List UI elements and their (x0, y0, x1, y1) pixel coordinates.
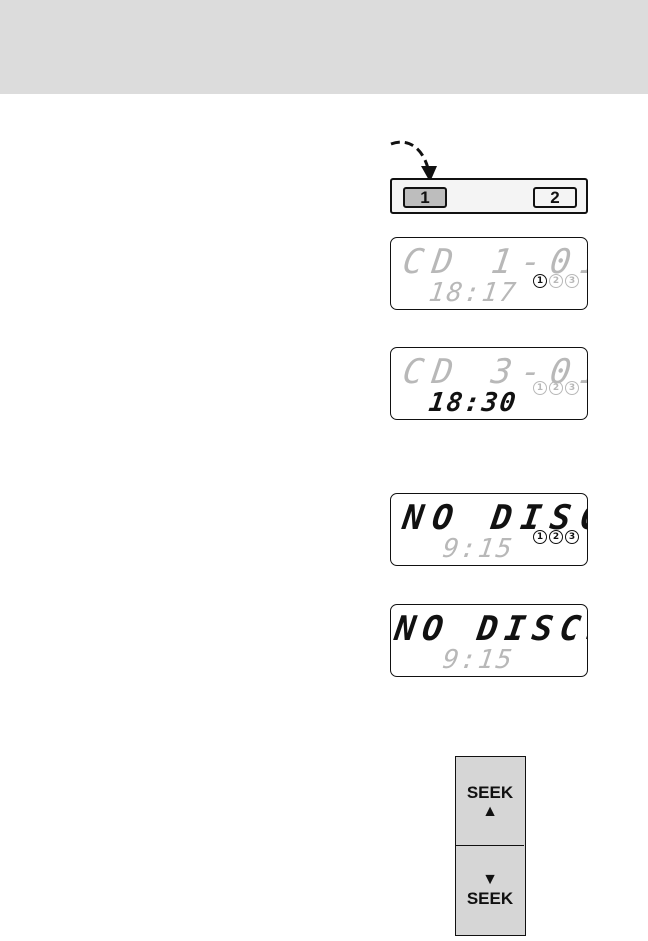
seek-rocker: SEEK ▲ ▼ SEEK (455, 756, 526, 936)
display-clock: 9:15 (440, 534, 516, 564)
display-clock: 9:15 (440, 645, 516, 675)
disc-indicators: 1 2 3 (533, 274, 579, 288)
lcd-display-no-discs: NO DISCS 9:15 (390, 604, 588, 677)
disc-1-indicator: 1 (533, 381, 547, 395)
lcd-display-cd3: CD 3-01 1 2 3 18:30 (390, 347, 588, 420)
preset-1-button[interactable]: 1 (403, 187, 447, 208)
disc-3-indicator: 3 (565, 274, 579, 288)
disc-indicators: 1 2 3 (533, 530, 579, 544)
seek-up-button[interactable]: SEEK ▲ (456, 757, 524, 846)
disc-2-indicator: 2 (549, 530, 563, 544)
page-header-band (0, 0, 648, 94)
display-clock: 18:30 (426, 388, 520, 418)
press-arrow-icon (390, 140, 437, 182)
display-status-text: NO DISCS (392, 609, 588, 649)
disc-1-indicator: 1 (533, 274, 547, 288)
disc-1-indicator: 1 (533, 530, 547, 544)
lcd-display-no-disc: NO DISC 1 2 3 9:15 (390, 493, 588, 566)
preset-button-bar: 1 2 (390, 178, 588, 214)
seek-down-button[interactable]: ▼ SEEK (456, 847, 524, 935)
disc-2-indicator: 2 (549, 274, 563, 288)
display-clock: 18:17 (426, 278, 520, 308)
disc-3-indicator: 3 (565, 381, 579, 395)
arrow-up-icon: ▲ (482, 803, 498, 820)
seek-down-label: SEEK (466, 889, 514, 908)
seek-up-label: SEEK (466, 783, 514, 802)
lcd-display-cd1: CD 1-01 1 2 3 18:17 (390, 237, 588, 310)
disc-indicators: 1 2 3 (533, 381, 579, 395)
arrow-down-icon: ▼ (482, 871, 498, 888)
disc-2-indicator: 2 (549, 381, 563, 395)
disc-3-indicator: 3 (565, 530, 579, 544)
preset-2-button[interactable]: 2 (533, 187, 577, 208)
